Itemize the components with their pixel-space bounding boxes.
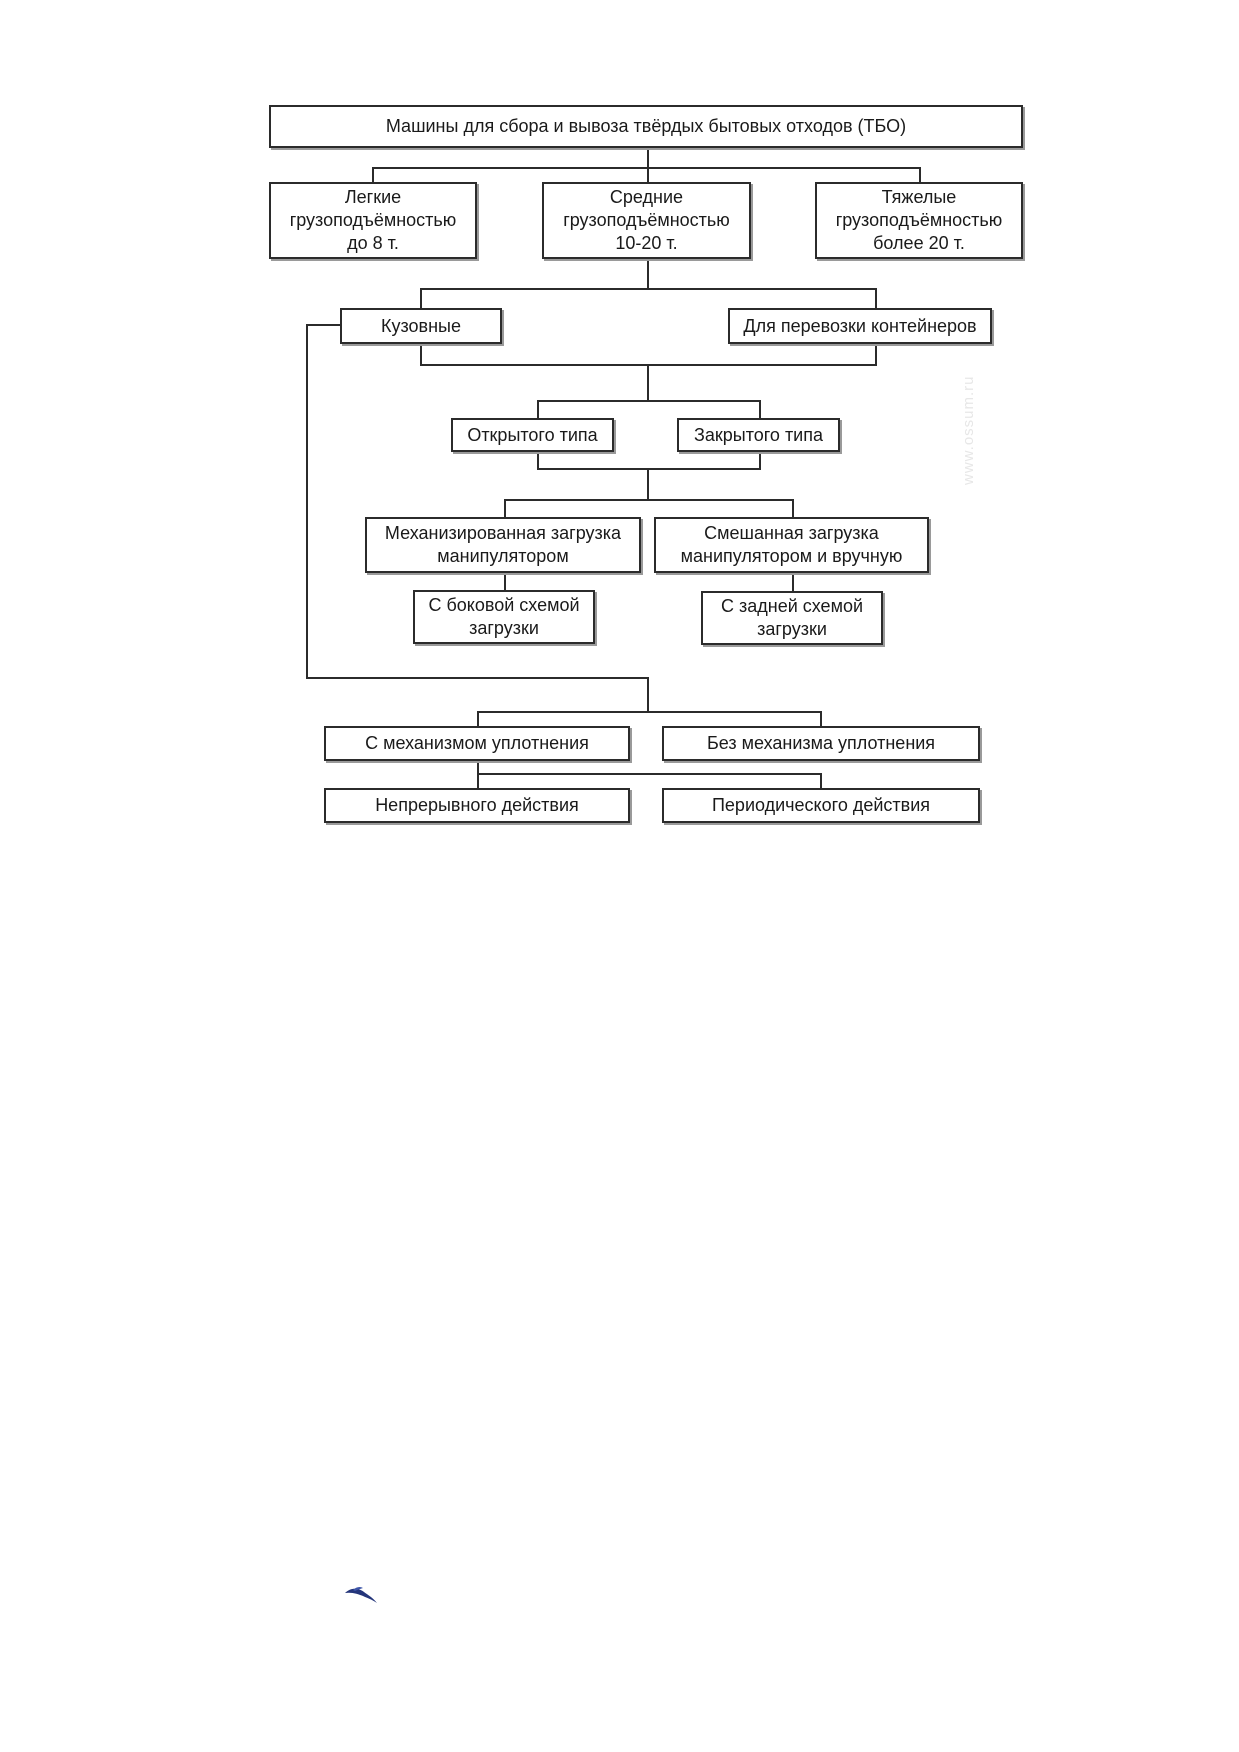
root-node: Машины для сбора и вывоза твёрдых бытовы… — [269, 105, 1023, 148]
connector — [477, 711, 479, 726]
node-label: С механизмом уплотнения — [365, 733, 589, 753]
node-label: С боковой схемой загрузки — [428, 595, 580, 638]
bird-logo-icon — [345, 1586, 377, 1603]
connector — [420, 344, 422, 366]
node-label: Открытого типа — [467, 424, 598, 445]
node-rear-loading: С задней схемой загрузки — [701, 591, 883, 645]
node-side-loading: С боковой схемой загрузки — [413, 590, 595, 644]
node-light-capacity: Легкие грузоподъёмностью до 8 т. — [269, 182, 477, 259]
connector — [919, 167, 921, 182]
node-periodic-action: Периодического действия — [662, 788, 980, 823]
node-label: Для перевозки контейнеров — [743, 315, 977, 336]
node-label: Механизированная загрузка манипулятором — [384, 523, 622, 566]
node-closed-type: Закрытого типа — [677, 418, 840, 452]
node-container-transport: Для перевозки контейнеров — [728, 308, 992, 344]
node-body-type: Кузовные — [340, 308, 502, 344]
node-with-compaction: С механизмом уплотнения — [324, 726, 630, 761]
node-label: Без механизма уплотнения — [706, 733, 936, 753]
connector — [647, 677, 649, 712]
node-label: Закрытого типа — [694, 424, 823, 445]
connector — [420, 288, 422, 308]
connector — [477, 773, 822, 775]
node-label: Кузовные — [381, 315, 461, 336]
connector — [792, 573, 794, 591]
connector — [820, 773, 822, 788]
node-label: Периодического действия — [711, 795, 931, 815]
node-label: Легкие грузоподъёмностью до 8 т. — [289, 187, 457, 253]
node-label: Смешанная загрузка манипулятором и вручн… — [680, 523, 903, 566]
node-mixed-loading: Смешанная загрузка манипулятором и вручн… — [654, 517, 929, 573]
node-mechanized-loading: Механизированная загрузка манипулятором — [365, 517, 641, 573]
connector — [372, 167, 921, 169]
connector — [477, 711, 822, 713]
connector — [537, 400, 539, 418]
connector — [875, 344, 877, 366]
connector — [759, 400, 761, 418]
connector — [537, 468, 761, 470]
watermark-text: www.ossum.ru — [960, 375, 977, 485]
node-label: Непрерывного действия — [375, 795, 579, 815]
connector — [875, 288, 877, 308]
root-label: Машины для сбора и вывоза твёрдых бытовы… — [385, 116, 907, 136]
connector — [820, 711, 822, 726]
connector — [759, 452, 761, 470]
connector — [504, 573, 506, 590]
node-continuous-action: Непрерывного действия — [324, 788, 630, 823]
connector — [537, 400, 761, 402]
node-label: Тяжелые грузоподъёмностью более 20 т. — [835, 187, 1003, 253]
node-without-compaction: Без механизма уплотнения — [662, 726, 980, 761]
node-open-type: Открытого типа — [451, 418, 614, 452]
node-heavy-capacity: Тяжелые грузоподъёмностью более 20 т. — [815, 182, 1023, 259]
node-label: С задней схемой загрузки — [720, 596, 864, 639]
connector — [504, 499, 794, 501]
connector — [647, 468, 649, 500]
connector — [420, 288, 877, 290]
connector — [306, 324, 342, 326]
connector — [792, 499, 794, 517]
node-label: Средние грузоподъёмностью 10-20 т. — [563, 187, 730, 253]
connector — [306, 677, 649, 679]
connector — [647, 148, 649, 182]
node-medium-capacity: Средние грузоподъёмностью 10-20 т. — [542, 182, 751, 259]
connector — [372, 167, 374, 182]
connector — [504, 499, 506, 517]
connector — [647, 364, 649, 401]
connector — [537, 452, 539, 470]
connector — [306, 324, 308, 679]
connector — [647, 259, 649, 289]
